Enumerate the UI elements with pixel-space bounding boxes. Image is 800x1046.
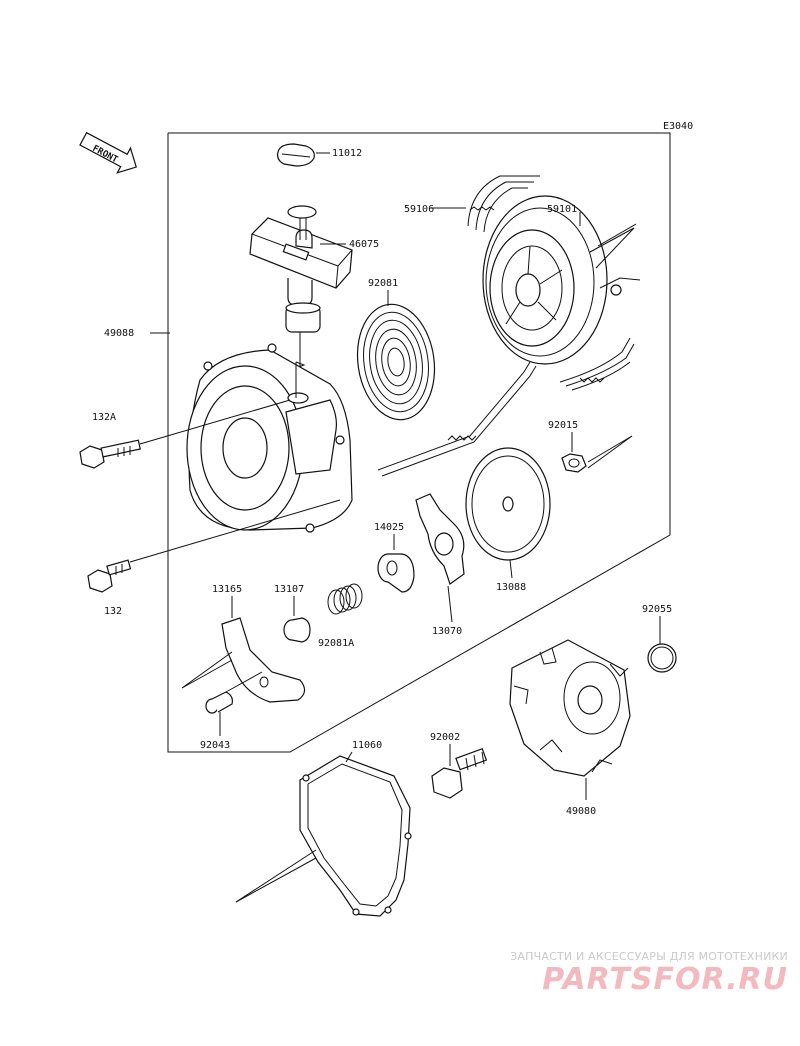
nut-92015-part: [561, 435, 633, 473]
spring-59106-part: [467, 175, 635, 391]
label-11012: 11012: [332, 148, 362, 159]
guide-line: [597, 223, 637, 247]
collar-14025-part: [377, 553, 415, 593]
bolt-132a-part: [79, 399, 291, 469]
label-92081: 92081: [368, 278, 398, 289]
assembly-frame: [167, 132, 671, 753]
label-13088: 13088: [496, 582, 526, 593]
label-13165: 13165: [212, 584, 242, 595]
label-132: 132: [104, 606, 122, 617]
ratchet-13165-part: [181, 617, 306, 703]
label-46075: 46075: [349, 239, 379, 250]
label-92055: 92055: [642, 604, 672, 615]
diagram-code: E3040: [663, 121, 693, 132]
watermark-tagline: ЗАПЧАСТИ И АКСЕССУАРЫ ДЛЯ МОТОТЕХНИКИ: [510, 950, 788, 963]
label-132a: 132A: [92, 412, 116, 423]
plate-13088-part: [465, 447, 551, 561]
front-arrow-icon: [79, 131, 138, 174]
bolt-92002-part: [431, 748, 488, 799]
cup-49080-part: [509, 639, 631, 777]
guide-13070-part: [415, 493, 465, 585]
label-49088: 49088: [104, 328, 134, 339]
starter-handle-46075-part: [249, 205, 353, 307]
label-49080: 49080: [566, 806, 596, 817]
gasket-11060-part: [235, 755, 412, 917]
o-ring-92055-part: [647, 643, 677, 673]
recoil-housing-49088-part: [186, 343, 353, 533]
label-92015: 92015: [548, 420, 578, 431]
label-92002: 92002: [430, 732, 460, 743]
starter-rope-part: [377, 361, 537, 477]
pulley-59101-part: [482, 195, 641, 365]
label-59101: 59101: [547, 204, 577, 215]
label-92043: 92043: [200, 740, 230, 751]
label-59106: 59106: [404, 204, 434, 215]
label-11060: 11060: [352, 740, 382, 751]
label-13070: 13070: [432, 626, 462, 637]
label-14025: 14025: [374, 522, 404, 533]
label-92081a: 92081A: [318, 638, 354, 649]
cap-11012-part: [277, 143, 315, 167]
spiral-spring-92081-part: [356, 303, 436, 421]
bushing-13107-part: [283, 617, 311, 643]
watermark-brand: PARTSFOR.RU: [542, 962, 788, 997]
pin-92043-part: [205, 671, 263, 714]
spring-92081a-part: [327, 583, 363, 615]
bolt-132-part: [87, 499, 341, 593]
label-13107: 13107: [274, 584, 304, 595]
